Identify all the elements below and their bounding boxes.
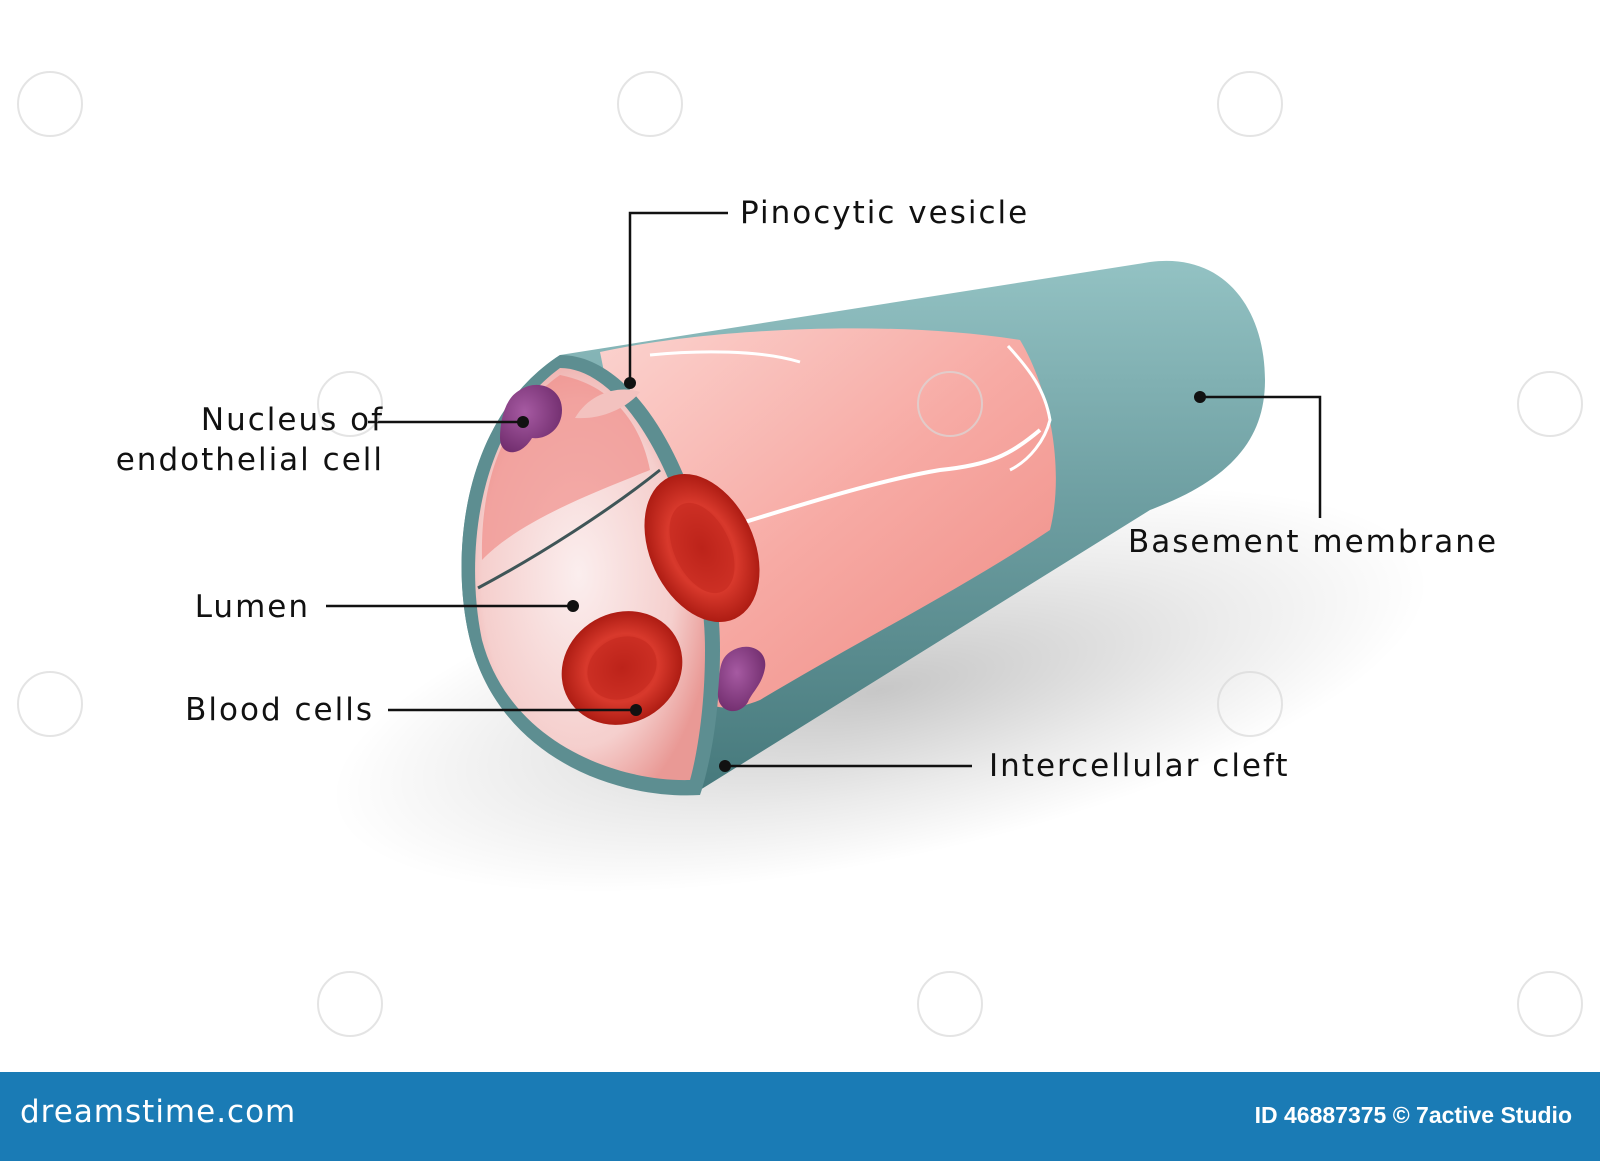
watermark-spiral bbox=[917, 971, 983, 1037]
leader-lines bbox=[326, 211, 1322, 768]
dot-nucleus bbox=[517, 416, 529, 428]
dot-pinocytic bbox=[624, 377, 636, 389]
surface-cleft-3 bbox=[649, 350, 801, 364]
label-nucleus-line1: Nucleus of bbox=[200, 402, 384, 438]
label-basement-membrane: Basement membrane bbox=[1128, 524, 1499, 560]
label-nucleus-line2: endothelial cell bbox=[115, 442, 384, 478]
label-pinocytic-vesicle: Pinocytic vesicle bbox=[740, 195, 1030, 231]
dot-lumen bbox=[567, 600, 579, 612]
lining-seam bbox=[477, 468, 661, 590]
surface-cleft-2 bbox=[1006, 344, 1052, 472]
watermark-spiral bbox=[317, 371, 383, 437]
label-lumen: Lumen bbox=[194, 589, 310, 625]
nucleus-lower bbox=[717, 646, 766, 712]
leader-pinocytic bbox=[628, 211, 728, 383]
footer-site-logo[interactable]: dreamstime.com bbox=[20, 1094, 297, 1130]
dot-blood bbox=[630, 704, 642, 716]
leader-basement bbox=[1200, 395, 1322, 518]
watermark-spiral bbox=[17, 671, 83, 737]
nucleus-upper bbox=[500, 384, 562, 453]
label-blood-cells: Blood cells bbox=[185, 692, 374, 728]
vessel-shadow bbox=[331, 487, 1429, 893]
dot-cleft bbox=[719, 760, 731, 772]
footer-bar: dreamstime.com ID 46887375 © 7active Stu… bbox=[0, 1072, 1600, 1161]
label-intercellular-cleft: Intercellular cleft bbox=[989, 748, 1290, 784]
watermark-spiral bbox=[1517, 371, 1583, 437]
watermark-spiral bbox=[1217, 71, 1283, 137]
leader-dots bbox=[517, 377, 1206, 772]
watermark-spiral bbox=[617, 71, 683, 137]
footer-image-credit: ID 46887375 © 7active Studio bbox=[1254, 1102, 1572, 1128]
watermark-marks bbox=[17, 71, 1583, 1037]
watermark-spiral bbox=[17, 71, 83, 137]
blood-cell-upper-center bbox=[669, 502, 735, 594]
surface-cleft-1 bbox=[744, 428, 1042, 524]
pinocytic-vesicle bbox=[575, 389, 640, 419]
watermark-spiral bbox=[917, 371, 983, 437]
watermark-spiral bbox=[317, 971, 383, 1037]
dot-basement bbox=[1194, 391, 1206, 403]
watermark-spiral bbox=[1217, 671, 1283, 737]
blood-cell-lower-center bbox=[587, 636, 657, 700]
watermark-spiral bbox=[1517, 971, 1583, 1037]
